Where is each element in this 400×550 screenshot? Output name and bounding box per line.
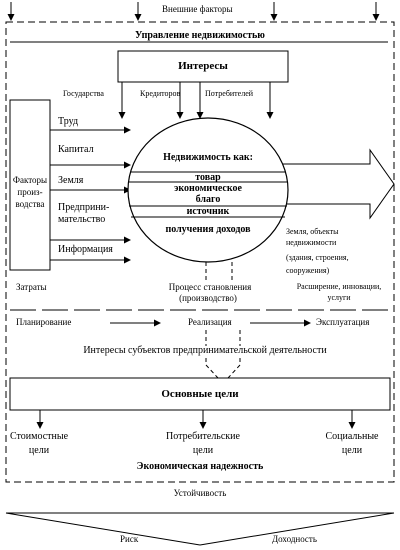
outer-boundary: [5, 21, 395, 483]
realty-heading: Недвижимость как:: [163, 152, 253, 163]
interest-source-creditors: Кредиторов: [140, 89, 181, 98]
output-label-2: недвижимости: [286, 238, 337, 247]
goal-cost-1: Стоимостные: [9, 431, 69, 442]
goal-social-2: цели: [341, 445, 363, 456]
process-label-1: Процесс становления: [146, 283, 274, 292]
input-arrows: [50, 126, 131, 264]
realty-ellipse: [127, 117, 289, 263]
interest-source-state: Государства: [63, 89, 104, 98]
stability-label: Устойчивость: [173, 488, 227, 498]
input-labor: Труд: [58, 116, 79, 127]
risk-label: Риск: [120, 534, 139, 544]
output-label-3: (здания, строения,: [286, 253, 349, 262]
goal-consumer-2: цели: [192, 445, 214, 456]
process-label-2: (производство): [179, 293, 237, 303]
expansion-label-2: услуги: [327, 293, 351, 302]
input-capital: Капитал: [58, 144, 94, 155]
entrepreneur-interests: Интересы субъектов предпринимательской д…: [40, 346, 370, 356]
interest-source-consumers: Потребителей: [205, 89, 254, 98]
factors-label-3: водства: [15, 199, 45, 209]
input-entrepreneurship-1: Предприни-: [58, 202, 110, 213]
main-goals-label: Основные цели: [161, 388, 239, 400]
costs-label: Затраты: [16, 282, 47, 292]
input-information: Информация: [58, 244, 113, 255]
output-label-4: сооружения): [286, 266, 330, 275]
stage-operation: Эксплуатация: [316, 317, 370, 327]
stage-planning: Планирование: [16, 317, 72, 327]
realty-item-source: источник: [186, 206, 230, 217]
ellipse-dividers: [129, 171, 287, 218]
goal-cost-2: цели: [28, 445, 50, 456]
external-factors-label: Внешние факторы: [160, 4, 235, 14]
realty-item-income: получения доходов: [165, 224, 251, 235]
management-title: Управление недвижимостью: [135, 30, 265, 41]
expansion-label-1: Расширение, инновации,: [296, 282, 382, 291]
factors-label-1: Факторы: [12, 175, 48, 185]
risk-profit-chevron: [5, 512, 395, 546]
input-land: Земля: [58, 175, 84, 186]
realty-item-goods: товар: [195, 172, 221, 183]
interests-box: [117, 50, 289, 83]
goal-social-1: Социальные: [325, 431, 379, 442]
input-entrepreneurship-2: мательство: [58, 214, 106, 225]
stage-implementation: Реализация: [186, 317, 234, 327]
interests-label: Интересы: [178, 60, 228, 72]
external-factor-arrows: [7, 2, 380, 21]
realty-item-good: благо: [195, 194, 221, 205]
realty-item-economic: экономическое: [174, 183, 242, 194]
output-arrow: [255, 148, 395, 220]
goal-consumer-1: Потребительские: [166, 431, 240, 442]
output-label-1: Земля, объекты: [286, 227, 339, 236]
main-goals-box: [9, 377, 391, 411]
goal-arrows: [36, 410, 356, 429]
economic-reliability: Экономическая надежность: [136, 461, 264, 472]
factors-box: [9, 99, 51, 271]
profitability-label: Доходность: [272, 534, 317, 544]
interest-arrows: [118, 82, 274, 119]
factors-label-2: произ-: [17, 187, 43, 197]
